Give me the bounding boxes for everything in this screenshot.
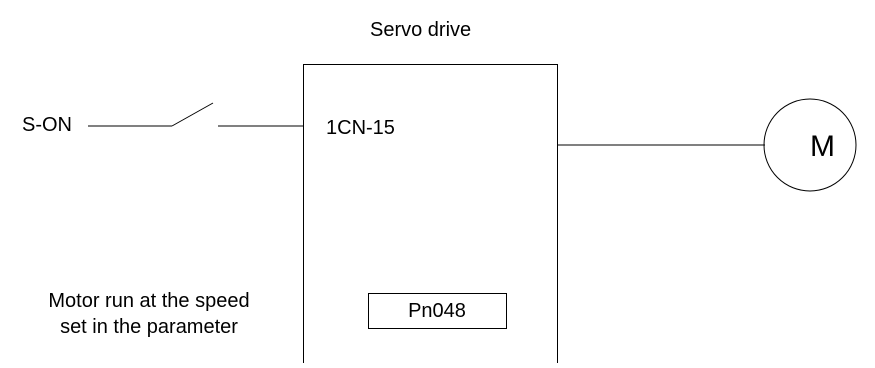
motor-label: M — [810, 130, 835, 163]
motor-circle — [763, 98, 857, 192]
speed-note-line-1: Motor run at the speed — [48, 290, 250, 312]
parameter-label: Pn048 — [408, 300, 466, 322]
speed-note: Motor run at the speed set in the parame… — [8, 288, 290, 340]
switch-contact — [171, 102, 214, 127]
parameter-box — [368, 293, 507, 329]
s-on-label: S-ON — [22, 114, 72, 136]
speed-note-line-2: set in the parameter — [60, 316, 238, 338]
servo-drive-title: Servo drive — [370, 19, 472, 41]
terminal-label: 1CN-15 — [326, 117, 395, 139]
